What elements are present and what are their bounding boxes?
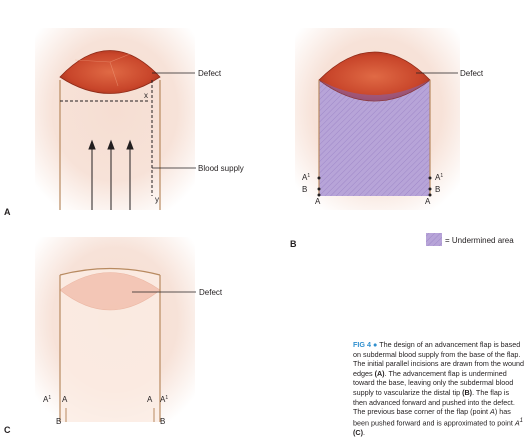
point-b-left: B xyxy=(302,185,307,194)
point-a1-left: A1 xyxy=(302,173,310,182)
figure-label: FIG 4 xyxy=(353,340,371,349)
point-a1-left: A1 xyxy=(43,395,51,404)
caption-bullet: ● xyxy=(372,340,378,349)
defect-shape xyxy=(59,50,161,94)
undermined-legend: = Undermined area xyxy=(426,233,514,246)
defect-label: Defect xyxy=(198,69,222,78)
defect-label: Defect xyxy=(460,69,484,78)
panel-b: Defect A1 B A A1 B A B xyxy=(290,28,484,249)
y-label: y xyxy=(155,195,159,204)
x-label: x xyxy=(144,91,148,100)
point-b-right: B xyxy=(435,185,440,194)
point-a-left: A xyxy=(315,197,321,206)
blood-supply-arrows xyxy=(88,139,134,210)
advanced-flap xyxy=(60,268,160,422)
defect-label: Defect xyxy=(199,288,223,297)
panel-a: x y Defect Blood supply A xyxy=(4,28,244,217)
panel-c: Defect A1 A B A A1 B C xyxy=(4,237,223,434)
point-a-left: A xyxy=(62,395,68,404)
panel-letter-a: A xyxy=(4,207,11,217)
point-a1-right: A1 xyxy=(435,173,443,182)
point-a-right: A xyxy=(425,197,431,206)
point-a1-right: A1 xyxy=(160,395,168,404)
legend-swatch xyxy=(426,233,442,246)
panel-letter-c: C xyxy=(4,425,11,434)
panel-letter-b: B xyxy=(290,239,297,249)
point-a-right: A xyxy=(147,395,153,404)
blood-supply-label: Blood supply xyxy=(198,164,244,173)
point-b-left: B xyxy=(56,417,61,426)
legend-text: = Undermined area xyxy=(445,236,514,245)
figure-caption: FIG 4 ● The design of an advancement fla… xyxy=(353,340,524,437)
undermined-area xyxy=(319,80,430,196)
point-b-right: B xyxy=(160,417,165,426)
